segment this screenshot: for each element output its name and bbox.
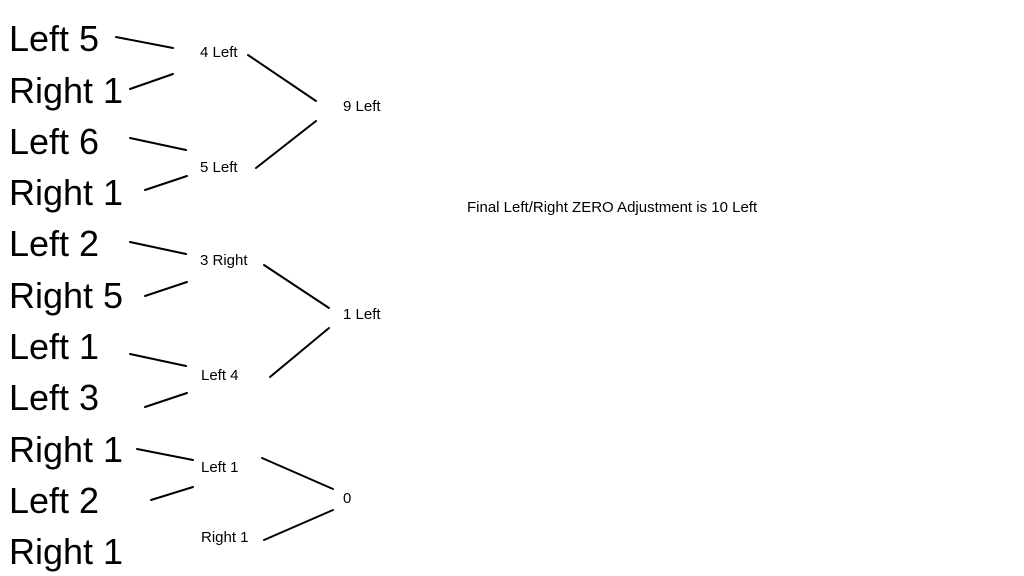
input-label: Left 2 [9, 223, 100, 264]
level1-node: Left 4 [201, 367, 239, 384]
connector-line [129, 241, 187, 255]
level1-node: Left 1 [201, 459, 239, 476]
connector-line [263, 509, 334, 541]
connector-line [129, 353, 187, 367]
input-label: Left 1 [9, 326, 100, 367]
input-label: Right 1 [9, 429, 124, 470]
input-label: Left 5 [9, 18, 100, 59]
connector-line [263, 264, 330, 309]
connector-line [150, 486, 194, 501]
level2-node: 1 Left [343, 306, 381, 323]
level1-node: 4 Left [200, 44, 238, 61]
input-label: Right 1 [9, 531, 124, 572]
input-label: Right 1 [9, 172, 124, 213]
connector-line [269, 327, 330, 378]
input-label: Left 6 [9, 121, 100, 162]
connector-line [115, 36, 174, 49]
level2-node: 0 [343, 490, 352, 507]
input-label: Left 3 [9, 377, 100, 418]
connector-line [144, 281, 188, 297]
connector-line [129, 73, 174, 90]
connector-line [136, 448, 194, 461]
level1-node: 3 Right [200, 252, 248, 269]
level1-node: 5 Left [200, 159, 238, 176]
connector-line [144, 392, 188, 408]
connector-line [255, 120, 317, 169]
connector-line [247, 54, 317, 102]
input-label: Right 5 [9, 275, 124, 316]
level1-node: Right 1 [201, 529, 249, 546]
connector-line [129, 137, 187, 151]
level2-node: 9 Left [343, 98, 381, 115]
final-result: Final Left/Right ZERO Adjustment is 10 L… [467, 199, 758, 216]
input-label: Left 2 [9, 480, 100, 521]
input-label: Right 1 [9, 70, 124, 111]
connector-line [144, 175, 188, 191]
connector-line [261, 457, 334, 490]
